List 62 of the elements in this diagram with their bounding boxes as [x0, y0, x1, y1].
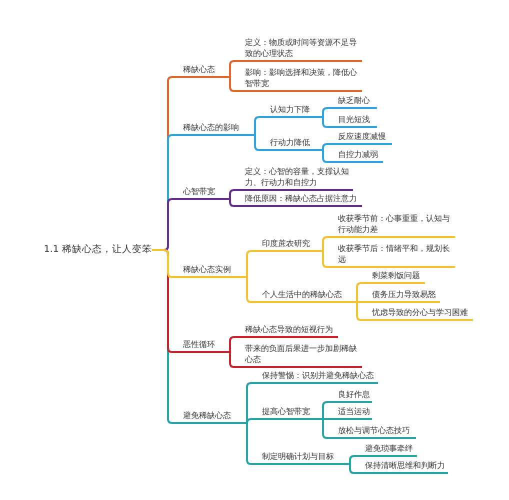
- subtopic: 认知力下降: [259, 104, 323, 118]
- branch-line: [246, 277, 252, 303]
- branch-line: [246, 423, 252, 465]
- subtopic: 稀缺心态导致的短视行为: [234, 324, 338, 338]
- branch-line: [322, 251, 328, 268]
- branch-line: [229, 336, 235, 352]
- subtopic: 保持警惕：识别并避免稀缺心态: [251, 370, 378, 384]
- subtopic: 影响：影响选择和决策，降低心智带宽: [234, 67, 362, 92]
- branch-line: [152, 249, 173, 278]
- subtopic: 放松与调节心态技巧: [327, 425, 416, 439]
- subtopic: 债务压力导致易怒: [361, 289, 440, 303]
- branch-line: [322, 117, 328, 128]
- subtopic: 忧虑导致的分心与学习困难: [361, 307, 473, 321]
- subtopic: 适当运动: [327, 406, 372, 420]
- branch-line: [349, 455, 355, 464]
- subtopic: 定义：心智的容量，支撑认知力、行动力和自控力: [234, 166, 353, 191]
- subtopic: 提高心智带宽: [251, 406, 323, 420]
- subtopic: 带来的负面后果进一步加剧稀缺心态: [234, 343, 362, 368]
- subtopic: 收获季节前：心事重重，认知与行动能力差: [327, 213, 455, 238]
- branch-line: [254, 135, 260, 151]
- branch-line: [322, 419, 328, 439]
- subtopic: 行动力降低: [259, 137, 323, 151]
- subtopic: 保持清晰思维和判断力: [354, 460, 448, 474]
- branch-line: [322, 143, 328, 150]
- branch-line: [322, 150, 328, 163]
- main-topic: 避免稀缺心态: [172, 410, 247, 424]
- main-topic: 稀缺心态实例: [172, 264, 247, 278]
- subtopic: 降低原因：稀缺心态占据注意力: [234, 193, 362, 207]
- subtopic: 避免琐事牵绊: [354, 443, 417, 457]
- central-topic: 1.1 稀缺心态，让人变笨: [44, 244, 152, 256]
- branch-line: [357, 301, 361, 303]
- subtopic: 收获季节后：情绪平和，规划长远: [327, 243, 455, 268]
- branch-line: [229, 352, 235, 368]
- subtopic: 反应速度减慢: [327, 131, 392, 145]
- branch-line: [322, 107, 328, 117]
- main-topic: 稀缺心态: [172, 64, 230, 78]
- branch-line: [229, 77, 235, 92]
- subtopic: 剩菜剩饭问题: [361, 270, 425, 284]
- subtopic: 个人生活中的稀缺心态: [251, 289, 357, 303]
- main-topic: 恶性循环: [172, 339, 230, 353]
- subtopic: 缺乏耐心: [327, 95, 377, 109]
- branch-line: [322, 401, 328, 419]
- branch-line: [322, 236, 328, 251]
- branch-line: [246, 382, 252, 423]
- subtopic: 自控力减弱: [327, 149, 383, 163]
- branch-line: [356, 282, 362, 302]
- branch-line: [229, 199, 235, 207]
- subtopic: 印度蔗农研究: [251, 238, 323, 252]
- subtopic: 目光短浅: [327, 114, 377, 128]
- branch-line: [323, 418, 327, 420]
- branch-line: [229, 60, 235, 77]
- subtopic: 制定明确计划与目标: [251, 451, 350, 465]
- main-topic: 稀缺心态的影响: [172, 122, 255, 136]
- branch-line: [356, 302, 362, 321]
- main-topic: 心智带宽: [172, 186, 230, 200]
- branch-line: [254, 116, 260, 135]
- branch-line: [229, 189, 235, 199]
- subtopic: 定义：物质或时间等资源不足导致的心理状态: [234, 37, 362, 62]
- subtopic: 良好作息: [327, 389, 372, 403]
- branch-line: [349, 464, 355, 474]
- branch-line: [246, 250, 252, 277]
- branch-line: [246, 418, 252, 424]
